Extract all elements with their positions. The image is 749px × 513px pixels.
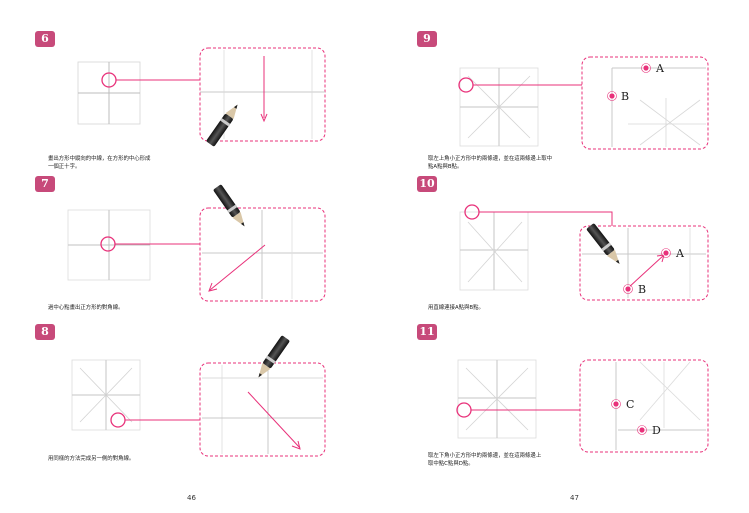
caption-line: 取中點C點與D點。: [428, 461, 474, 467]
step8-illustration: [71, 335, 326, 457]
step-badge-11: 11: [417, 324, 437, 340]
point-a-label: A: [655, 62, 665, 75]
step10-illustration: A B: [459, 204, 709, 301]
step6-illustration: [77, 47, 326, 147]
caption-line: 取左上角小正方形中的兩條邊，並在這兩條邊上取中: [428, 156, 552, 162]
page-number-right: 47: [570, 494, 579, 502]
step-badge-7: 7: [35, 176, 55, 192]
caption-line: 點A點與B點。: [428, 164, 463, 170]
point-b-label: B: [621, 90, 629, 103]
caption-line: 畫出方形中縱向的中線，在方形的中心形成: [48, 156, 151, 162]
step8-caption: 用同樣的方法完成另一側的對角線。: [48, 455, 134, 463]
point-c-label: C: [626, 398, 634, 411]
step9-illustration: A B: [458, 56, 709, 150]
step-badge-6: 6: [35, 31, 55, 47]
step-badge-10: 10: [417, 176, 437, 192]
point-d-label: D: [652, 424, 661, 437]
step-badge-8: 8: [35, 324, 55, 340]
caption-line: 取左下角小正方形中的兩條邊，並在這兩條邊上: [428, 453, 542, 459]
point-a-label-10: A: [675, 247, 685, 260]
step11-caption: 取左下角小正方形中的兩條邊，並在這兩條邊上 取中點C點與D點。: [428, 452, 541, 468]
step6-caption: 畫出方形中縱向的中線，在方形的中心形成 一個正十字。: [48, 155, 150, 171]
step7-illustration: [67, 184, 326, 302]
caption-line: 一個正十字。: [48, 164, 81, 170]
caption-line: 用直線連接A點與B點。: [428, 305, 484, 311]
step10-caption: 用直線連接A點與B點。: [428, 304, 484, 312]
page-number-left: 46: [187, 494, 196, 502]
caption-line: 過中心點畫出正方形的對角線。: [48, 305, 124, 311]
step9-caption: 取左上角小正方形中的兩條邊，並在這兩條邊上取中 點A點與B點。: [428, 155, 552, 171]
step7-caption: 過中心點畫出正方形的對角線。: [48, 304, 123, 312]
step-badge-9: 9: [417, 31, 437, 47]
caption-line: 用同樣的方法完成另一側的對角線。: [48, 456, 135, 462]
point-b-label-10: B: [638, 283, 646, 296]
step11-illustration: C D: [456, 359, 709, 453]
